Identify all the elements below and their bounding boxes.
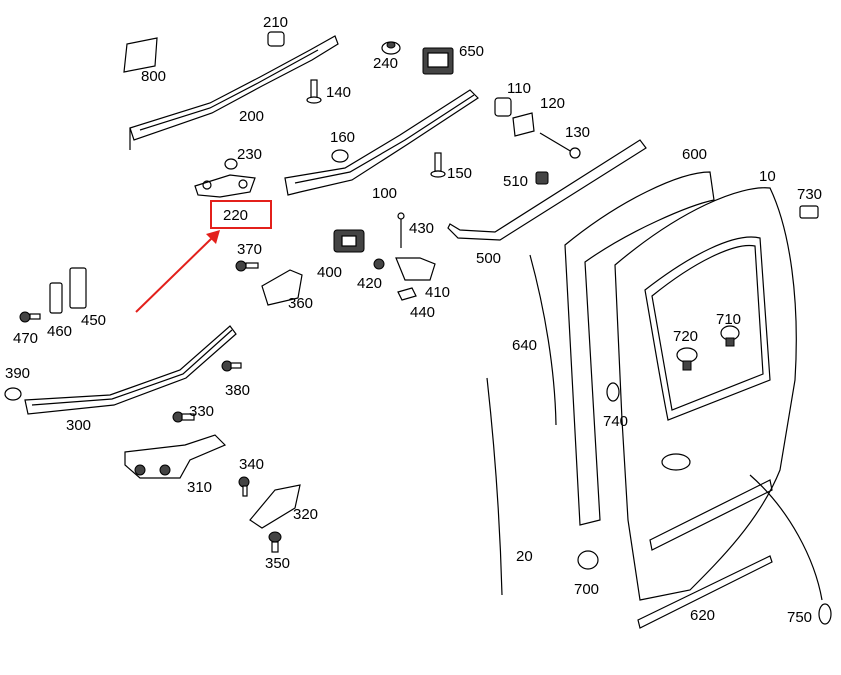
part-600-seal-frame — [564, 171, 715, 526]
part-440-clip — [397, 287, 417, 301]
part-640-seal-strip — [529, 254, 557, 426]
label-330: 330 — [189, 403, 214, 420]
label-640: 640 — [512, 337, 537, 354]
label-150: 150 — [447, 165, 472, 182]
highlight-arrow-shaft — [135, 237, 213, 313]
part-160-grommet — [331, 149, 349, 163]
label-200: 200 — [239, 108, 264, 125]
label-700: 700 — [574, 581, 599, 598]
label-370: 370 — [237, 241, 262, 258]
label-160: 160 — [330, 129, 355, 146]
label-500: 500 — [476, 250, 501, 267]
part-10-door — [614, 187, 797, 601]
label-320: 320 — [293, 506, 318, 523]
part-100-middle-rail — [284, 89, 479, 196]
highlight-220 — [135, 200, 272, 313]
label-510: 510 — [503, 173, 528, 190]
label-440: 440 — [410, 304, 435, 321]
part-310-hinge-roller — [124, 434, 227, 479]
label-210: 210 — [263, 14, 288, 31]
part-370-screw — [235, 260, 259, 272]
part-360-hinge — [261, 269, 303, 306]
part-420-screw — [373, 258, 385, 270]
label-430: 430 — [409, 220, 434, 237]
label-380: 380 — [225, 382, 250, 399]
label-470: 470 — [13, 330, 38, 347]
label-720: 720 — [673, 328, 698, 345]
label-750: 750 — [787, 609, 812, 626]
label-310: 310 — [187, 479, 212, 496]
label-600: 600 — [682, 146, 707, 163]
part-750-grommet — [749, 474, 832, 625]
part-380-screw — [221, 360, 242, 372]
part-430-bolt — [397, 212, 405, 248]
label-710: 710 — [716, 311, 741, 328]
part-20-seal-strip — [486, 377, 503, 596]
part-230-screw — [224, 158, 238, 170]
part-130-bolt — [539, 132, 581, 159]
label-10: 10 — [759, 168, 776, 185]
part-710-fastener — [720, 325, 740, 347]
part-500-rail — [447, 139, 647, 241]
label-300: 300 — [66, 417, 91, 434]
part-210-clip — [267, 31, 285, 47]
label-230: 230 — [237, 146, 262, 163]
label-120: 120 — [540, 95, 565, 112]
label-130: 130 — [565, 124, 590, 141]
part-320-bracket — [249, 484, 301, 529]
label-390: 390 — [5, 365, 30, 382]
label-140: 140 — [326, 84, 351, 101]
part-460-bracket — [49, 282, 63, 314]
part-330-screw — [172, 411, 195, 423]
label-340: 340 — [239, 456, 264, 473]
part-730-cap — [799, 205, 819, 219]
label-620: 620 — [690, 607, 715, 624]
label-420: 420 — [357, 275, 382, 292]
label-650: 650 — [459, 43, 484, 60]
part-720-fastener — [676, 347, 698, 371]
part-labels: 210 800 240 650 140 110 120 200 130 160 … — [5, 14, 822, 626]
part-110-clip — [494, 97, 512, 117]
part-140-screw — [306, 79, 322, 104]
label-460: 460 — [47, 323, 72, 340]
part-150-screw — [430, 152, 446, 178]
label-240: 240 — [373, 55, 398, 72]
label-220: 220 — [223, 207, 248, 224]
part-800-card — [123, 37, 158, 73]
part-300-lower-rail — [24, 325, 237, 415]
label-450: 450 — [81, 312, 106, 329]
label-730: 730 — [797, 186, 822, 203]
label-360: 360 — [288, 295, 313, 312]
part-200-upper-rail — [129, 35, 339, 150]
part-120-plate — [512, 112, 535, 137]
label-800: 800 — [141, 68, 166, 85]
part-740-clip — [606, 382, 620, 402]
part-220-bracket — [194, 174, 256, 198]
label-20: 20 — [516, 548, 533, 565]
part-240-grommet — [381, 41, 401, 55]
part-410-bracket — [395, 257, 436, 281]
part-510-clip — [535, 171, 549, 185]
label-100: 100 — [372, 185, 397, 202]
part-700-grommet — [577, 550, 599, 570]
part-620-hinge-strip — [637, 555, 773, 629]
label-350: 350 — [265, 555, 290, 572]
highlight-arrow-head — [206, 230, 220, 244]
part-350-screw — [268, 531, 282, 553]
part-400-actuator — [333, 229, 365, 253]
highlight-box — [210, 200, 272, 229]
label-410: 410 — [425, 284, 450, 301]
label-740: 740 — [603, 413, 628, 430]
label-110: 110 — [507, 80, 531, 97]
label-400: 400 — [317, 264, 342, 281]
part-450-bracket — [69, 267, 87, 309]
part-650-connector — [422, 47, 454, 75]
part-390-grommet — [4, 387, 22, 401]
part-470-screw — [19, 311, 41, 323]
part-340-screw — [238, 476, 250, 497]
